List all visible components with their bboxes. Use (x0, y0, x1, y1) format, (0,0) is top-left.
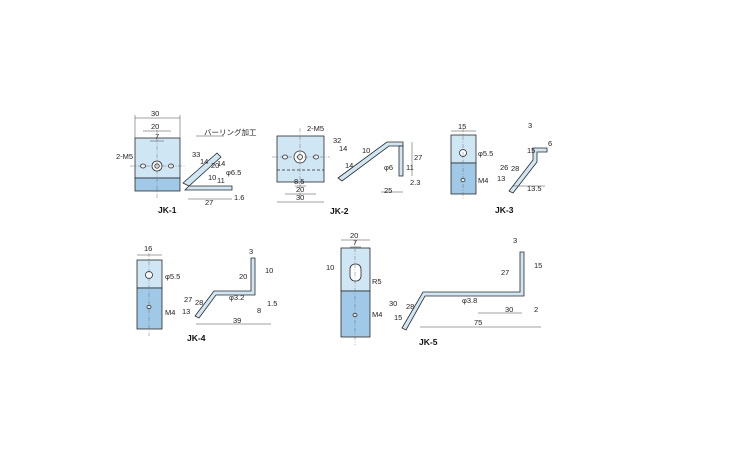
drawing-jk2: 2-M5 8.5 20 30 32 14 10 14 φ6 27 11 2.3 … (272, 124, 422, 216)
jk1-dim-width-30: 30 (151, 109, 159, 118)
jk1-dim-20: 20 (211, 161, 219, 170)
caption-jk4: JK-4 (187, 333, 206, 343)
jk2-dim-10: 10 (362, 146, 370, 155)
jk1-dim-14a: 14 (200, 157, 208, 166)
jk3-plate (450, 134, 477, 164)
jk1-dim-33: 33 (192, 150, 200, 159)
jk4-dim-8: 8 (257, 306, 261, 315)
jk3-dim-15: 15 (458, 122, 466, 131)
jk4-plate (136, 259, 163, 289)
jk4-dim-10: 10 (265, 266, 273, 275)
jk2-dim-11: 11 (406, 163, 414, 172)
jk5-dim-20: 20 (350, 231, 358, 240)
jk4-dim-3: 3 (249, 247, 253, 256)
jk4-dim-13: 13 (182, 307, 190, 316)
jk2-dim-25: 25 (384, 186, 392, 195)
jk2-dim-30: 30 (296, 193, 304, 202)
jk1-plate (134, 137, 181, 179)
jk5-side-profile (401, 251, 525, 331)
jk2-dim-14b: 14 (345, 161, 353, 170)
jk1-burring-label: バーリング加工 (204, 127, 257, 137)
jk4-dim-27: 27 (184, 295, 192, 304)
jk4-phi-hole: φ5.5 (165, 272, 180, 281)
jk1-side-bent-leg (182, 152, 222, 187)
jk4-side-profile (194, 257, 256, 319)
jk2-dim-2-3: 2.3 (410, 178, 420, 187)
jk3-dim-13-5: 13.5 (527, 184, 542, 193)
jk3-dim-6: 6 (548, 139, 552, 148)
jk3-dim-15: 15 (527, 146, 535, 155)
jk1-side-base (184, 185, 233, 191)
jk1-dim-14b: 14 (217, 159, 225, 168)
jk5-phi-slot: φ3.8 (462, 296, 477, 305)
jk1-dim-11: 11 (217, 176, 225, 185)
caption-jk5: JK-5 (419, 337, 438, 347)
jk1-plate-flange (134, 177, 181, 192)
caption-jk2: JK-2 (330, 206, 349, 216)
jk2-dim-27: 27 (414, 153, 422, 162)
jk1-thread-label: 2-M5 (116, 152, 133, 161)
jk2-dim-14a: 14 (339, 144, 347, 153)
drawing-jk4: 16 φ5.5 M4 3 20 10 φ3.2 27 13 28 8 1.5 3… (136, 244, 277, 343)
jk1-dim-10: 10 (208, 173, 216, 182)
jk5-dim-27: 27 (501, 268, 509, 277)
jk1-dim-27: 27 (205, 198, 213, 207)
jk3-dim-28: 28 (511, 164, 519, 173)
jk5-m4-label: M4 (372, 310, 382, 319)
jk4-dim-20: 20 (239, 272, 247, 281)
drawing-jk3: 15 φ5.5 M4 3 6 15 26 13 28 13.5 JK-3 (450, 121, 552, 215)
jk3-phi-hole: φ5.5 (478, 149, 493, 158)
jk5-slot (349, 263, 362, 282)
jk4-phi-slot: φ3.2 (229, 293, 244, 302)
jk3-dim-13: 13 (497, 174, 505, 183)
jk2-thread-label: 2-M5 (307, 124, 324, 133)
jk1-phi-hole: φ6.5 (226, 168, 241, 177)
jk3-dim-26: 26 (500, 163, 508, 172)
jk4-dim-16: 16 (144, 244, 152, 253)
caption-jk1: JK-1 (158, 205, 177, 215)
jk4-dim-28: 28 (195, 298, 203, 307)
jk5-dim-10: 10 (326, 263, 334, 272)
jk4-dim-39: 39 (233, 316, 241, 325)
jk5-dim-2: 2 (534, 305, 538, 314)
drawing-jk5: 20 7 10 R5 M4 3 27 15 30 15 28 φ3.8 30 2… (326, 231, 542, 347)
jk3-dim-3: 3 (528, 121, 532, 130)
jk1-dim-1-6: 1.6 (234, 193, 244, 202)
jk2-phi-hole: φ6 (384, 163, 393, 172)
jk2-dim-20: 20 (296, 185, 304, 194)
jk2-dim-32: 32 (333, 136, 341, 145)
jk3-side-profile (508, 147, 548, 194)
jk1-dim-width-7: 7 (155, 132, 159, 141)
jk5-dim-28: 28 (406, 302, 414, 311)
jk4-m4-label: M4 (165, 308, 175, 317)
jk5-dim-7: 7 (353, 238, 357, 247)
jk3-m4-label: M4 (478, 176, 488, 185)
jk5-dim-30a: 30 (389, 299, 397, 308)
jk2-side-leg (398, 145, 404, 177)
jk5-dim-15: 15 (534, 261, 542, 270)
drawing-jk1: 30 20 7 2-M5 バーリング加工 33 14 20 14 10 φ6.5… (116, 109, 257, 215)
jk1-dim-width-20: 20 (151, 122, 159, 131)
jk5-r5-label: R5 (372, 277, 382, 286)
caption-jk3: JK-3 (495, 205, 514, 215)
jk5-dim-30b: 30 (505, 305, 513, 314)
jk5-dim-3: 3 (513, 236, 517, 245)
jk2-dim-8-5: 8.5 (294, 177, 304, 186)
jk4-dim-1-5: 1.5 (267, 299, 277, 308)
jk5-dim-15b: 15 (394, 313, 402, 322)
jk5-dim-75: 75 (474, 318, 482, 327)
